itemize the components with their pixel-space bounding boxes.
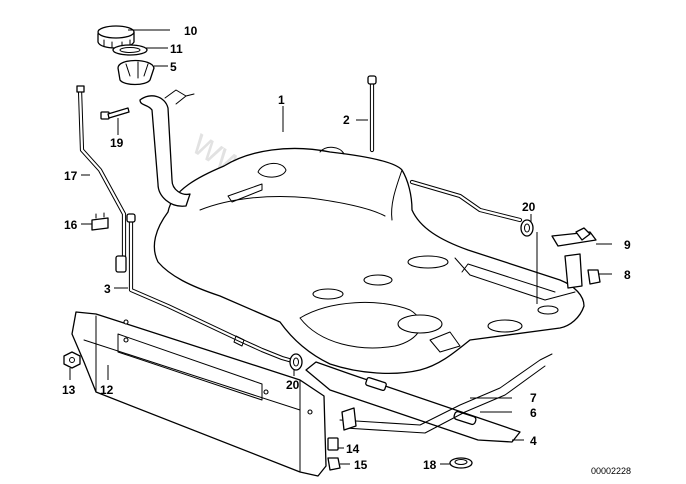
washer-14[interactable] <box>327 437 339 451</box>
nut-13[interactable] <box>63 351 81 369</box>
hose-clamp-20-right[interactable] <box>520 219 534 237</box>
fuel-tank[interactable] <box>153 146 585 375</box>
screw-15[interactable] <box>327 457 341 471</box>
screw-19[interactable] <box>100 107 130 120</box>
mounting-ring[interactable] <box>117 59 155 86</box>
fuel-line[interactable] <box>126 213 299 365</box>
callout-19: 19 <box>110 136 124 150</box>
clip-16[interactable] <box>91 212 109 231</box>
nut-8[interactable] <box>587 269 601 285</box>
document-id: 00002228 <box>591 466 631 476</box>
bracket-9[interactable] <box>551 227 597 289</box>
callout-3: 3 <box>104 282 111 296</box>
callout-11: 11 <box>170 42 183 56</box>
callout-17: 17 <box>64 169 78 183</box>
callout-4: 4 <box>530 434 537 448</box>
hose-clamp-20-bottom[interactable] <box>289 353 303 371</box>
heat-shield[interactable] <box>71 311 327 477</box>
callout-12: 12 <box>100 383 114 397</box>
callout-8: 8 <box>624 268 631 282</box>
callout-14: 14 <box>346 442 360 456</box>
callout-7: 7 <box>530 391 537 405</box>
callout-20-right: 20 <box>522 200 536 214</box>
seal-ring[interactable] <box>112 44 148 56</box>
vent-line[interactable] <box>367 75 377 153</box>
callout-1: 1 <box>278 93 285 107</box>
callout-18: 18 <box>423 458 437 472</box>
callout-2: 2 <box>343 113 350 127</box>
strap-bracket[interactable] <box>341 407 357 431</box>
callout-15: 15 <box>354 458 368 472</box>
grommet-18[interactable] <box>449 457 473 469</box>
leader-lines <box>69 29 612 465</box>
callout-6: 6 <box>530 406 537 420</box>
callout-20-bottom: 20 <box>286 378 300 392</box>
callout-16: 16 <box>64 218 78 232</box>
tank-strap-6[interactable] <box>339 353 553 434</box>
callout-13: 13 <box>62 383 76 397</box>
callout-9: 9 <box>624 238 631 252</box>
callouts: 10 11 5 19 1 2 17 16 3 20 9 8 13 12 20 7… <box>62 24 631 472</box>
filler-neck[interactable] <box>139 89 195 207</box>
callout-10: 10 <box>184 24 198 38</box>
vent-line-right[interactable] <box>409 179 523 223</box>
vent-pipe[interactable] <box>76 85 127 273</box>
callout-5: 5 <box>170 60 177 74</box>
filler-cap[interactable] <box>97 25 135 49</box>
